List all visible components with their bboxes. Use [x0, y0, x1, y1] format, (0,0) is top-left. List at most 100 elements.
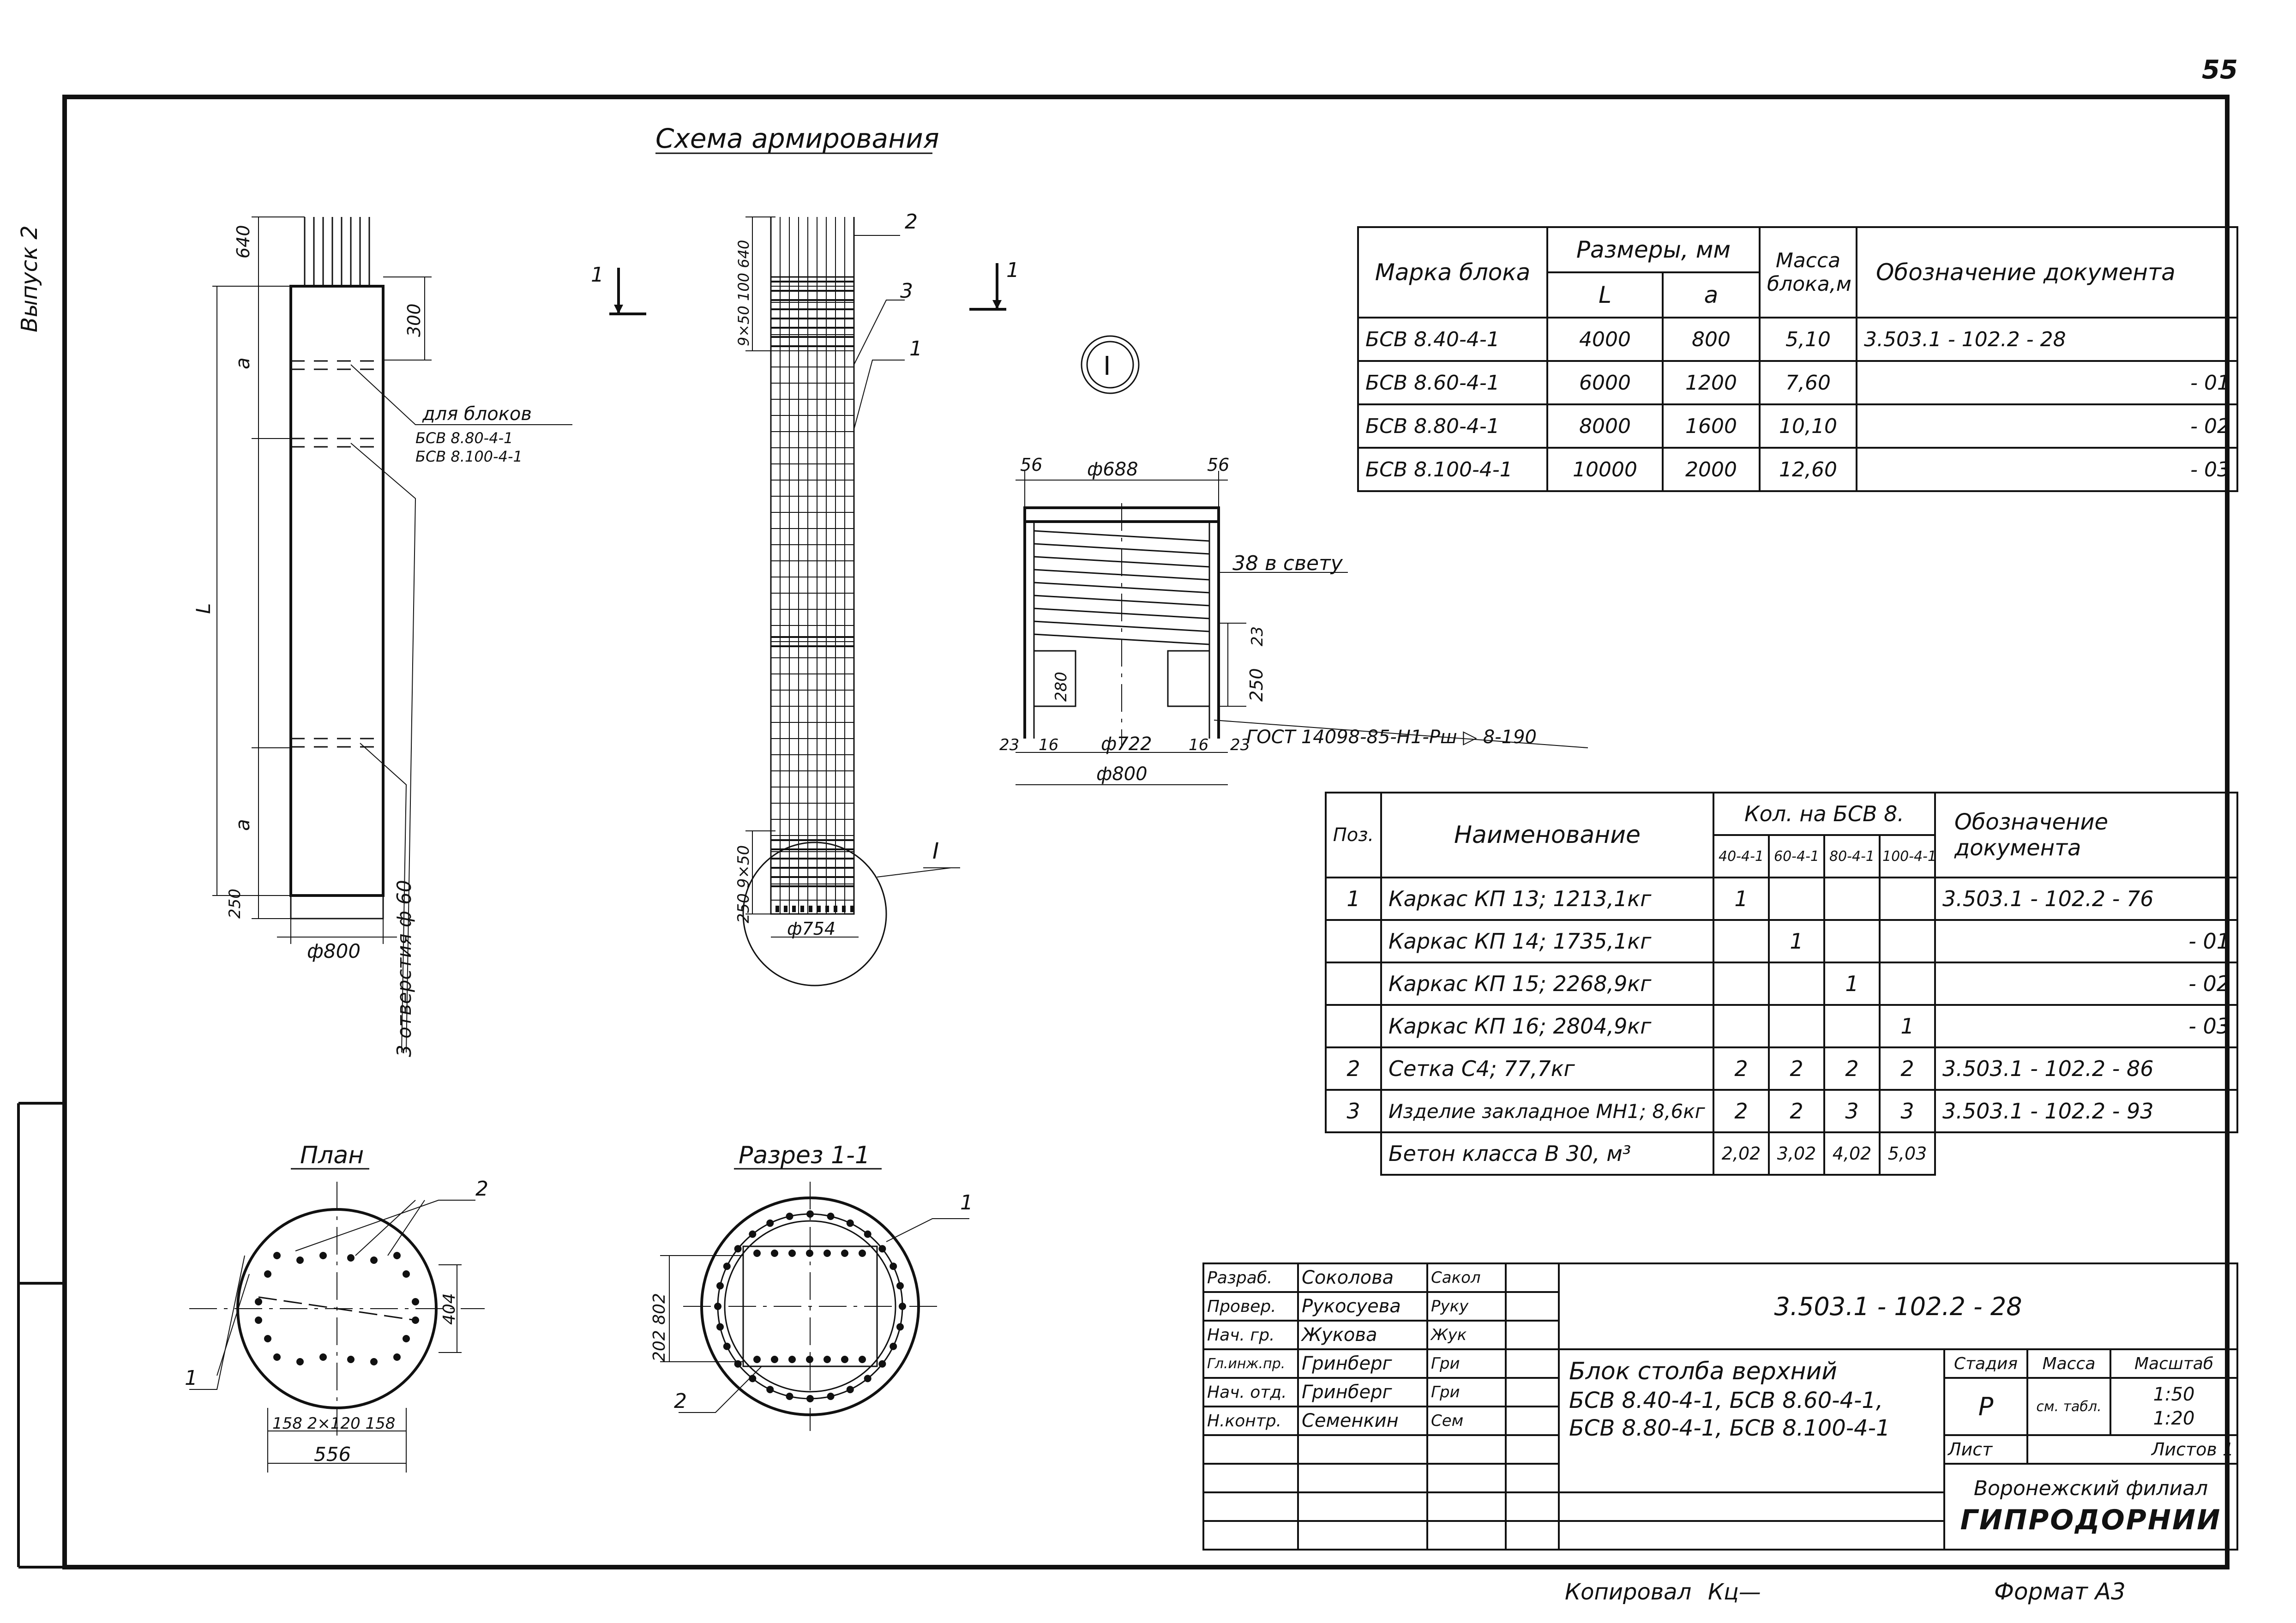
plan-rebar	[412, 1298, 419, 1305]
cage-bar-end	[842, 906, 846, 912]
detail-bottom-16b: 16	[1189, 736, 1208, 754]
plan-rebar	[370, 1358, 378, 1365]
section-marker-left	[609, 268, 646, 315]
spec-q1: 2	[1713, 1046, 1770, 1091]
spec-pos	[1325, 1004, 1382, 1048]
note-line1: БСВ 8.80-4-1	[415, 429, 513, 447]
org-line2: ГИПРОДОРНИИ	[1960, 1503, 2222, 1536]
format-label: Формат А3	[1994, 1578, 2126, 1605]
spec-doc: 3.503.1 - 102.2 - 93	[1934, 1089, 2239, 1133]
block-mass: 7,60	[1759, 360, 1857, 405]
section-rebar	[896, 1323, 904, 1331]
block-a: 1200	[1662, 360, 1761, 405]
section-rebar	[806, 1356, 813, 1363]
plan-rebar	[264, 1270, 271, 1278]
table-row: 3 Изделие закладное МН1; 8,6кг 2 2 3 3 3…	[1325, 1089, 2239, 1133]
spec-q2: 1	[1768, 919, 1825, 963]
spec-pos: 2	[1325, 1046, 1382, 1091]
cage-bar-end	[817, 906, 821, 912]
col-sizes-header: Размеры, мм	[1546, 226, 1761, 273]
block-a: 800	[1662, 317, 1761, 362]
detail-d-outer: ф800	[1096, 763, 1148, 785]
section-rebar	[864, 1375, 872, 1383]
signature: Сакол	[1426, 1262, 1507, 1293]
role: Нач. отд.	[1202, 1377, 1299, 1407]
section-rebar	[827, 1213, 835, 1220]
spec-doc: - 01	[1934, 919, 2239, 963]
cage-bar-end	[834, 906, 837, 912]
table-row: БСВ 8.100-4-1 10000 2000 12,60 - 03	[1357, 447, 2238, 492]
signature: Гри	[1426, 1348, 1507, 1379]
col-mass-header: Масса блока,м	[1759, 226, 1857, 319]
spec-doc: - 02	[1934, 962, 2239, 1006]
plan-dim-right: 404	[440, 1293, 459, 1325]
holes-note: 3 отверстия ф 60	[393, 880, 415, 1057]
section-rebar	[864, 1230, 872, 1238]
date-cell	[1505, 1348, 1560, 1379]
spec-q1	[1713, 919, 1770, 963]
page-number: 55	[2202, 55, 2238, 85]
block-mark: БСВ 8.60-4-1	[1357, 360, 1548, 405]
spec-qty-header: Кол. на БСВ 8.	[1712, 792, 1936, 836]
spec-q3: 4,02	[1823, 1131, 1881, 1176]
blocks-table: Марка блока Размеры, мм Масса блока,м Об…	[1357, 226, 2238, 492]
section-rebar	[786, 1213, 793, 1220]
table-row: БСВ 8.80-4-1 8000 1600 10,10 - 02	[1357, 403, 2238, 449]
section-rebar	[827, 1392, 835, 1400]
section-rebar	[806, 1250, 813, 1257]
cage-pos-1: 1	[909, 337, 922, 361]
empty-cell	[1202, 1434, 1299, 1465]
detail-bottom-left: 23	[999, 736, 1019, 754]
block-L: 10000	[1546, 447, 1664, 492]
copied-label: Копировал	[1565, 1579, 1691, 1605]
col-mark-header: Марка блока	[1357, 226, 1548, 319]
date-cell	[1505, 1291, 1560, 1322]
section-rebar	[806, 1210, 814, 1218]
scale-value-1: 1:50	[2153, 1384, 2195, 1405]
section-rebar	[890, 1262, 897, 1270]
mass-value: см. табл.	[2026, 1377, 2111, 1436]
role: Гл.инж.пр.	[1202, 1348, 1299, 1379]
plan-rebar	[296, 1256, 304, 1264]
cage-bar-end	[809, 906, 812, 912]
signature: Гри	[1426, 1377, 1507, 1407]
spec-doc: 3.503.1 - 102.2 - 76	[1934, 877, 2239, 921]
plan-dim-total: 556	[314, 1443, 351, 1466]
plan-rebar	[403, 1335, 410, 1342]
plan-rebar	[319, 1353, 327, 1361]
empty-cell	[1558, 1520, 1945, 1551]
spec-q4-header: 100-4-1	[1878, 834, 1936, 878]
person-name: Семенкин	[1297, 1406, 1428, 1436]
section-rebar	[714, 1303, 721, 1310]
spiral-coil	[1034, 620, 1210, 632]
spec-name-header: Наименование	[1380, 792, 1714, 878]
mass-label: Масса	[2026, 1348, 2111, 1379]
spec-pos	[1326, 1132, 1381, 1175]
section-rebar	[878, 1245, 886, 1253]
spec-q1: 1	[1713, 877, 1770, 921]
section-rebar	[723, 1262, 731, 1270]
spec-q2: 2	[1768, 1046, 1825, 1091]
doc-code: 3.503.1 - 102.2 - 28	[1557, 1262, 2239, 1350]
scale-value: 1:50 1:20	[2109, 1377, 2239, 1436]
empty-cell	[1426, 1463, 1507, 1493]
block-doc: 3.503.1 - 102.2 - 28	[1856, 317, 2238, 362]
title-block-table: Разраб. Соколова Сакол 3.503.1 - 102.2 -…	[1202, 1262, 2239, 1551]
cage-pos-3: 3	[900, 279, 913, 303]
detail-drawing	[1016, 471, 1588, 785]
block-doc: - 02	[1856, 403, 2238, 449]
empty-cell	[1558, 1491, 1945, 1522]
section-rebar	[823, 1250, 831, 1257]
plan-rebar	[273, 1353, 281, 1361]
section-rebar	[723, 1342, 731, 1350]
role: Провер.	[1202, 1291, 1299, 1322]
spec-q1-header: 40-4-1	[1713, 834, 1770, 878]
empty-cell	[1297, 1491, 1428, 1522]
detail-mark-circle	[1081, 335, 1140, 394]
spec-pos-header: Поз.	[1325, 792, 1382, 878]
plan-rebar	[264, 1335, 271, 1342]
person-name: Жукова	[1297, 1320, 1428, 1350]
spec-doc	[1935, 1132, 2237, 1175]
section-rebar	[841, 1250, 848, 1257]
